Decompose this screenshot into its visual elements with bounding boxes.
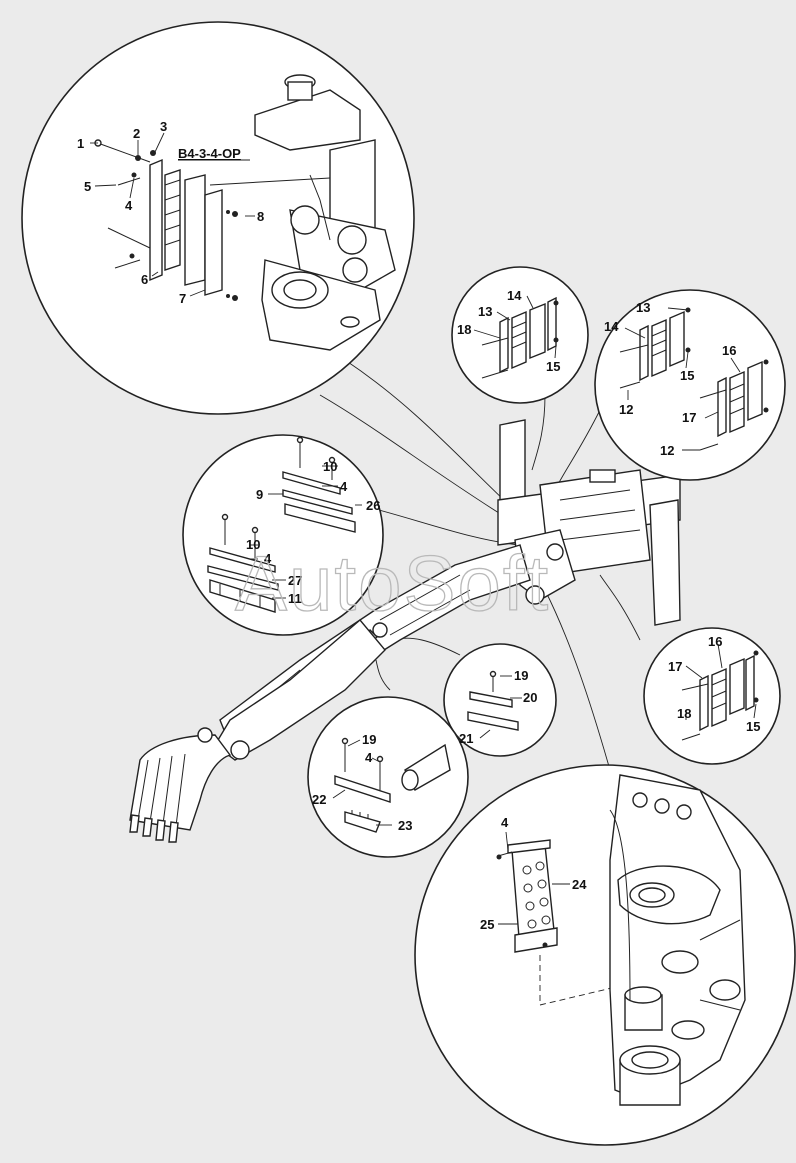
callout-25: 25 — [480, 917, 494, 932]
callout-11: 11 — [288, 591, 302, 606]
callout-2: 2 — [133, 126, 140, 141]
callout-5: 5 — [84, 179, 91, 194]
callout-16b: 16 — [708, 634, 722, 649]
detail-bubble-pads-a — [443, 643, 557, 757]
detail-bubble-slides-a — [451, 266, 589, 404]
callout-8: 8 — [257, 209, 264, 224]
callout-4c: 4 — [264, 551, 272, 566]
watermark: AutoSoft — [235, 539, 550, 627]
callout-4b: 4 — [340, 479, 348, 494]
callout-12: 12 — [619, 402, 633, 417]
callout-22: 22 — [312, 792, 326, 807]
callout-6: 6 — [141, 272, 148, 287]
callout-15c: 15 — [746, 719, 760, 734]
callout-labels: 1 2 3 B4-3-4-OP 5 4 8 6 7 14 13 18 15 13… — [77, 119, 760, 932]
callout-19: 19 — [514, 668, 528, 683]
callout-13: 13 — [478, 304, 492, 319]
callout-15b: 15 — [680, 368, 694, 383]
callout-17b: 17 — [668, 659, 682, 674]
callout-21: 21 — [459, 731, 473, 746]
detail-bubble-pads-b — [307, 696, 469, 858]
callout-14: 14 — [507, 288, 522, 303]
callout-10b: 10 — [246, 537, 260, 552]
callout-26: 26 — [366, 498, 380, 513]
callout-24: 24 — [572, 877, 587, 892]
callout-4: 4 — [125, 198, 133, 213]
callout-13b: 13 — [636, 300, 650, 315]
detail-bubble-slides-b — [594, 289, 786, 481]
callout-9: 9 — [256, 487, 263, 502]
callout-23: 23 — [398, 818, 412, 833]
reference-label: B4-3-4-OP — [178, 146, 241, 161]
callout-16: 16 — [722, 343, 736, 358]
detail-bubble-plates — [182, 434, 384, 636]
detail-bubble-cylinder-mount — [414, 764, 796, 1146]
callout-10: 10 — [323, 459, 337, 474]
callout-1: 1 — [77, 136, 84, 151]
callout-4d: 4 — [365, 750, 373, 765]
callout-15: 15 — [546, 359, 560, 374]
callout-17: 17 — [682, 410, 696, 425]
callout-20: 20 — [523, 690, 537, 705]
callout-27: 27 — [288, 573, 302, 588]
callout-7: 7 — [179, 291, 186, 306]
excavator-arm-assembly — [129, 419, 681, 843]
detail-bubble-slides-c — [643, 627, 781, 765]
callout-12b: 12 — [660, 443, 674, 458]
detail-bubble-boom-pivot — [21, 21, 415, 415]
callout-4e: 4 — [501, 815, 509, 830]
callout-18: 18 — [457, 322, 471, 337]
callout-3: 3 — [160, 119, 167, 134]
callout-19b: 19 — [362, 732, 376, 747]
callout-18b: 18 — [677, 706, 691, 721]
callout-14b: 14 — [604, 319, 619, 334]
